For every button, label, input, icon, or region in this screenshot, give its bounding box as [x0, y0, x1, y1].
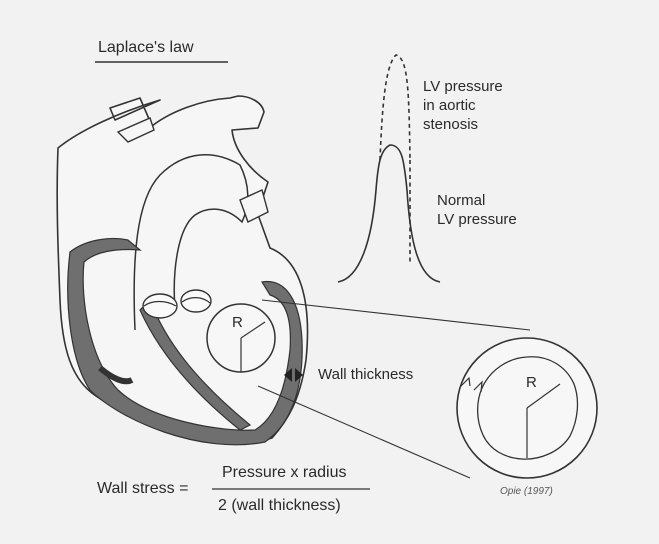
aortic-stenosis-pressure-curve: [380, 55, 410, 160]
formula-numerator: Pressure x radius: [222, 463, 347, 483]
radius-label-main: R: [232, 314, 243, 333]
normal-lv-pressure-label: Normal LV pressure: [437, 192, 517, 230]
title-label: Laplace's law: [98, 38, 194, 58]
formula-denominator: 2 (wall thickness): [218, 496, 341, 516]
formula-lhs: Wall stress =: [97, 479, 188, 499]
wall-thickness-label: Wall thickness: [318, 366, 413, 385]
normal-pressure-curve: [338, 145, 440, 282]
credit-label: Opie (1997): [500, 486, 553, 499]
radius-label-inset: R: [526, 374, 537, 393]
lv-aortic-stenosis-label: LV pressure in aortic stenosis: [423, 78, 503, 134]
mitral-valve: [143, 294, 177, 318]
